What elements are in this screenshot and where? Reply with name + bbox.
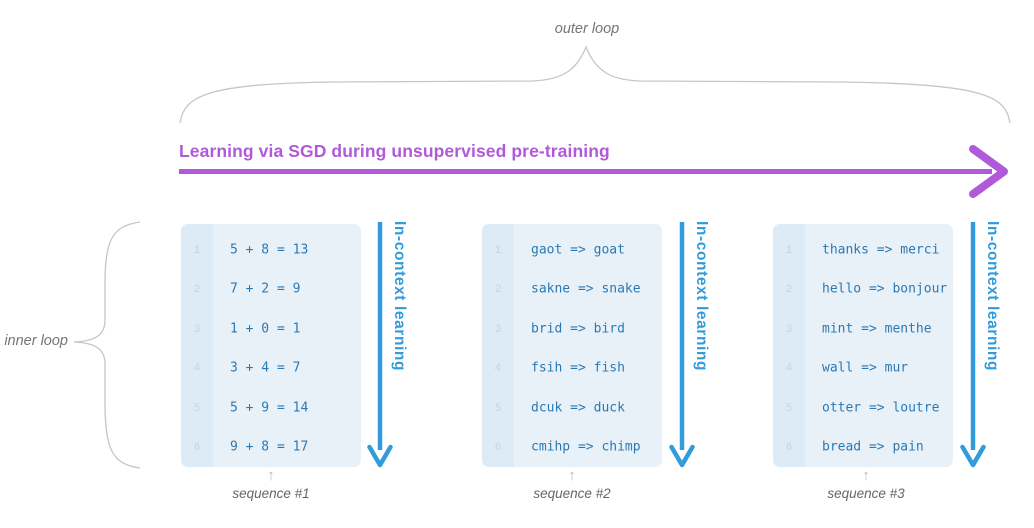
sequence-caption-text: sequence #2 [533, 486, 611, 501]
sequence-rows: 1 5 + 8 = 13 2 7 + 2 = 9 3 1 + 0 = 1 4 3 + 4… [181, 230, 361, 467]
sequence-line: 3 1 + 0 = 1 [181, 309, 361, 349]
sequence-line: 4 fsih => fish [482, 349, 662, 389]
sequence-line: 2 hello => bonjour [773, 270, 953, 310]
line-text: 3 + 4 = 7 [230, 360, 301, 376]
line-text: mint => menthe [822, 321, 932, 337]
line-text: thanks => merci [822, 242, 940, 258]
line-number: 3 [193, 322, 201, 335]
line-number: 2 [193, 283, 201, 296]
in-context-learning-label-2: In-context learning [693, 221, 710, 372]
line-number: 4 [193, 362, 201, 375]
sequence-line: 1 thanks => merci [773, 230, 953, 270]
sequence-line: 3 brid => bird [482, 309, 662, 349]
in-context-learning-label-3: In-context learning [984, 221, 1001, 372]
inner-loop-brace [73, 221, 141, 469]
sequence-line: 5 dcuk => duck [482, 388, 662, 428]
sequence-line: 6 bread => pain [773, 428, 953, 468]
sequence-caption-text: sequence #3 [827, 486, 905, 501]
line-number: 5 [193, 401, 201, 414]
up-arrow-icon: ↑ [568, 467, 576, 484]
line-number: 5 [785, 401, 793, 414]
sequence-rows: 1 thanks => merci 2 hello => bonjour 3 mint… [773, 230, 953, 467]
line-text: 7 + 2 = 9 [230, 281, 301, 297]
sequence-caption-2: ↑ sequence #2 [497, 468, 647, 501]
sequence-line: 1 gaot => goat [482, 230, 662, 270]
line-text: brid => bird [531, 321, 625, 337]
line-text: dcuk => duck [531, 400, 625, 416]
line-number-gutter [482, 224, 514, 467]
line-text: hello => bonjour [822, 281, 948, 297]
line-number: 3 [494, 322, 502, 335]
in-context-learning-label-1: In-context learning [391, 221, 408, 372]
line-text: 1 + 0 = 1 [230, 321, 301, 337]
line-number: 5 [494, 401, 502, 414]
sequence-caption-1: ↑ sequence #1 [196, 468, 346, 501]
sequence-line: 6 9 + 8 = 17 [181, 428, 361, 468]
down-arrow-icon [669, 222, 695, 468]
sequence-line: 2 7 + 2 = 9 [181, 270, 361, 310]
line-text: otter => loutre [822, 400, 940, 416]
line-number-gutter [773, 224, 805, 467]
down-arrow-icon [367, 222, 393, 468]
line-number: 2 [494, 283, 502, 296]
line-number: 3 [785, 322, 793, 335]
line-text: 5 + 8 = 13 [230, 242, 309, 258]
up-arrow-icon: ↑ [862, 467, 870, 484]
line-text: gaot => goat [531, 242, 625, 258]
line-number: 1 [785, 243, 793, 256]
sequence-line: 3 mint => menthe [773, 309, 953, 349]
sequence-caption-3: ↑ sequence #3 [791, 468, 941, 501]
sequence-rows: 1 gaot => goat 2 sakne => snake 3 brid => b… [482, 230, 662, 467]
down-arrow-icon [960, 222, 986, 468]
line-text: 9 + 8 = 17 [230, 439, 309, 455]
line-number: 6 [785, 441, 793, 454]
sequence-line: 4 wall => mur [773, 349, 953, 389]
line-number-gutter [181, 224, 213, 467]
sequence-line: 6 cmihp => chimp [482, 428, 662, 468]
sequence-line: 4 3 + 4 = 7 [181, 349, 361, 389]
line-number: 2 [785, 283, 793, 296]
line-number: 4 [785, 362, 793, 375]
line-text: wall => mur [822, 360, 909, 376]
inner-loop-label: inner loop [4, 333, 68, 349]
sequence-line: 5 otter => loutre [773, 388, 953, 428]
line-number: 6 [494, 441, 502, 454]
line-number: 1 [193, 243, 201, 256]
sequence-line: 1 5 + 8 = 13 [181, 230, 361, 270]
up-arrow-icon: ↑ [267, 467, 275, 484]
sequence-line: 2 sakne => snake [482, 270, 662, 310]
sequence-box-1: 1 5 + 8 = 13 2 7 + 2 = 9 3 1 + 0 = 1 4 3 + 4… [181, 224, 361, 467]
outer-loop-brace [179, 45, 1011, 124]
line-text: cmihp => chimp [531, 439, 641, 455]
sequence-line: 5 5 + 9 = 14 [181, 388, 361, 428]
line-number: 6 [193, 441, 201, 454]
line-number: 4 [494, 362, 502, 375]
line-text: sakne => snake [531, 281, 641, 297]
outer-loop-label: outer loop [554, 21, 620, 37]
sgd-heading: Learning via SGD during unsupervised pre… [179, 141, 610, 161]
line-text: bread => pain [822, 439, 924, 455]
line-text: 5 + 9 = 14 [230, 400, 309, 416]
sequence-box-2: 1 gaot => goat 2 sakne => snake 3 brid => b… [482, 224, 662, 467]
sequence-caption-text: sequence #1 [232, 486, 310, 501]
line-text: fsih => fish [531, 360, 625, 376]
right-arrow-icon [179, 145, 1008, 198]
line-number: 1 [494, 243, 502, 256]
sequence-box-3: 1 thanks => merci 2 hello => bonjour 3 mint… [773, 224, 953, 467]
